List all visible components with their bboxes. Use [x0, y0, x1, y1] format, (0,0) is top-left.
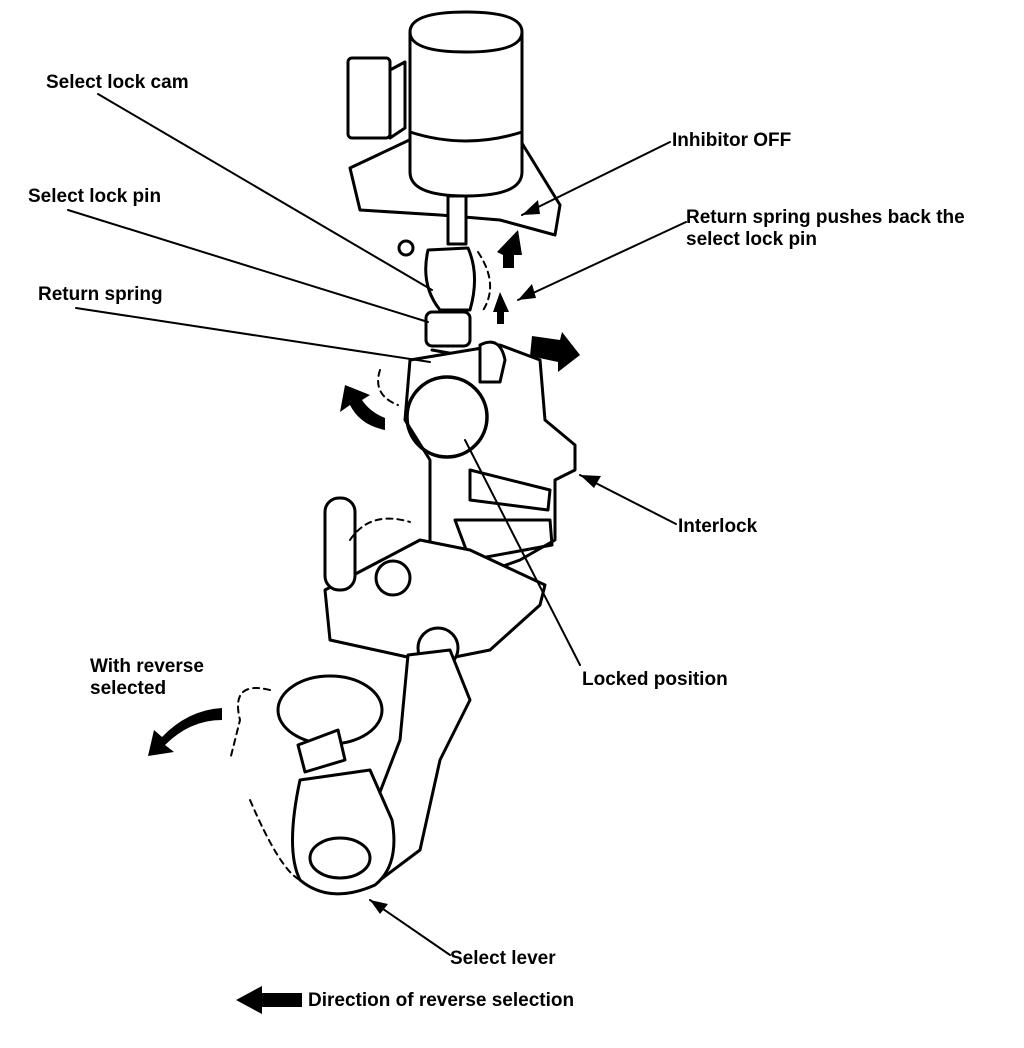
interlock-body — [377, 340, 577, 580]
label-select-lock-cam: Select lock cam — [46, 72, 189, 93]
leader-return-spring — [75, 307, 431, 363]
arrow-pin-up — [493, 292, 509, 324]
motion-arrows — [148, 230, 580, 1014]
label-return-spring: Return spring — [38, 284, 163, 305]
label-locked-position: Locked position — [582, 669, 728, 690]
label-with-reverse-line1: With reverse — [90, 656, 204, 677]
arrow-direction-reverse — [236, 986, 302, 1014]
label-return-spring-pushes-line2: select lock pin — [686, 229, 817, 250]
leader-return-spring-pushes — [517, 221, 687, 301]
select-lever — [229, 648, 472, 896]
arrow-inhibitor-up — [497, 230, 522, 268]
leader-select-lock-cam — [97, 93, 433, 291]
label-interlock: Interlock — [678, 516, 758, 537]
label-direction-of-reverse-selection: Direction of reverse selection — [308, 990, 575, 1011]
leader-inhibitor-off — [521, 141, 671, 216]
label-return-spring-pushes-line1: Return spring pushes back the — [686, 207, 965, 228]
inhibitor-solenoid — [346, 10, 562, 257]
leader-arrowheads — [370, 200, 601, 914]
label-select-lock-pin: Select lock pin — [28, 186, 162, 207]
arrow-right-top — [530, 332, 580, 372]
select-lock-cam — [424, 246, 492, 313]
arrow-left-mid — [340, 385, 385, 430]
label-with-reverse-line2: selected — [90, 678, 167, 699]
locked-position-circle — [405, 375, 489, 459]
leader-locked-position — [464, 439, 581, 666]
arrow-reverse-selected — [148, 708, 222, 756]
label-select-lever: Select lever — [450, 948, 556, 969]
label-inhibitor-off: Inhibitor OFF — [672, 130, 792, 151]
leader-select-lock-pin — [67, 209, 429, 323]
base-plate — [323, 496, 547, 670]
